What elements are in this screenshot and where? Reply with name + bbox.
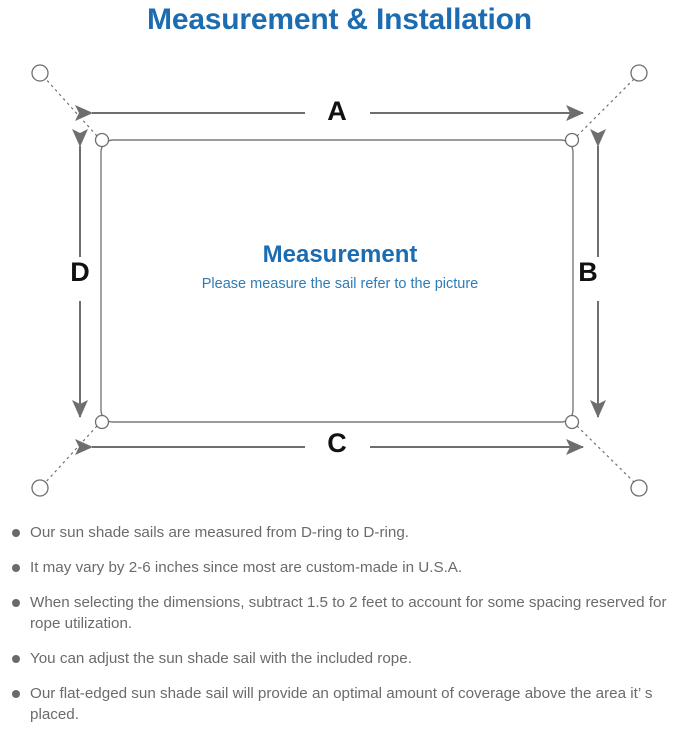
list-item-text: Our flat-edged sun shade sail will provi… xyxy=(30,685,653,723)
dimension-label-c: C xyxy=(327,428,347,458)
bullet-icon xyxy=(12,529,20,537)
list-item: You can adjust the sun shade sail with t… xyxy=(0,648,679,669)
list-item-text: It may vary by 2-6 inches since most are… xyxy=(30,559,463,576)
bullet-icon xyxy=(12,599,20,607)
bullet-icon xyxy=(12,655,20,663)
sail-body xyxy=(100,139,574,423)
notes-list: Our sun shade sails are measured from D-… xyxy=(0,522,679,739)
dimension-label-d: D xyxy=(70,257,90,287)
diagram-svg xyxy=(31,64,648,497)
anchor-point-bottom-left-icon xyxy=(31,479,49,497)
list-item: It may vary by 2-6 inches since most are… xyxy=(0,557,679,578)
list-item: When selecting the dimensions, subtract … xyxy=(0,592,679,634)
list-item-text: Our sun shade sails are measured from D-… xyxy=(30,524,409,541)
list-item: Our sun shade sails are measured from D-… xyxy=(0,522,679,543)
rope-line-bottom-right xyxy=(576,425,637,485)
bullet-icon xyxy=(12,690,20,698)
list-item: Our flat-edged sun shade sail will provi… xyxy=(0,683,679,725)
list-item-text: You can adjust the sun shade sail with t… xyxy=(30,650,412,667)
page-title: Measurement & Installation xyxy=(147,3,532,36)
d-ring-bottom-right-icon xyxy=(564,414,580,430)
sail-caption-heading: Measurement xyxy=(262,241,418,268)
sail-caption: Measurement Please measure the sail refe… xyxy=(110,240,570,295)
d-ring-bottom-left-icon xyxy=(94,414,110,430)
dimension-label-b: B xyxy=(578,257,598,287)
sail-measurement-diagram: A B C D Measurement Please measure the s… xyxy=(0,45,679,515)
d-ring-top-right-icon xyxy=(564,132,580,148)
anchor-point-bottom-right-icon xyxy=(630,479,648,497)
dimension-label-a: A xyxy=(327,96,347,126)
rope-line-top-right xyxy=(576,76,637,137)
bullet-icon xyxy=(12,564,20,572)
sail-caption-subtext: Please measure the sail refer to the pic… xyxy=(201,276,479,292)
anchor-point-top-left-icon xyxy=(31,64,49,82)
rope-line-bottom-left xyxy=(43,425,98,485)
d-ring-top-left-icon xyxy=(94,132,110,148)
anchor-point-top-right-icon xyxy=(630,64,648,82)
rope-line-top-left xyxy=(43,76,98,137)
list-item-text: When selecting the dimensions, subtract … xyxy=(30,594,667,632)
